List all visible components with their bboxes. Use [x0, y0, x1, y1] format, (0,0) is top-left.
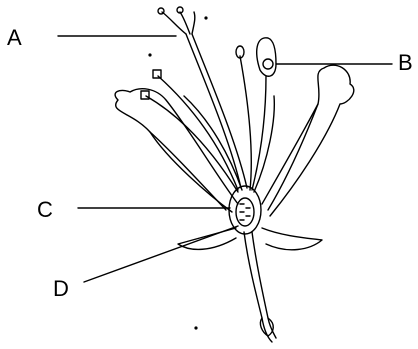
sepal-right	[262, 228, 322, 250]
stigma-tip-1	[158, 8, 164, 14]
petal-right	[262, 65, 354, 216]
label-c: C	[37, 199, 53, 221]
label-d: D	[53, 278, 69, 300]
leader-d	[84, 226, 238, 282]
label-b: B	[398, 52, 413, 74]
speck	[149, 54, 151, 56]
filament-5	[252, 76, 266, 190]
style	[186, 34, 241, 188]
speck	[205, 17, 207, 19]
speck	[195, 327, 197, 329]
sepal-left	[178, 228, 236, 249]
label-a: A	[7, 27, 22, 49]
ovary-inner	[236, 198, 254, 226]
anther-b-inner	[263, 59, 273, 69]
anther-b	[257, 38, 276, 76]
petal-right-inner	[268, 104, 318, 210]
filament-2	[146, 96, 238, 192]
pedicel	[244, 232, 272, 342]
ovules	[240, 204, 250, 220]
stigma-branch-3	[192, 12, 195, 34]
